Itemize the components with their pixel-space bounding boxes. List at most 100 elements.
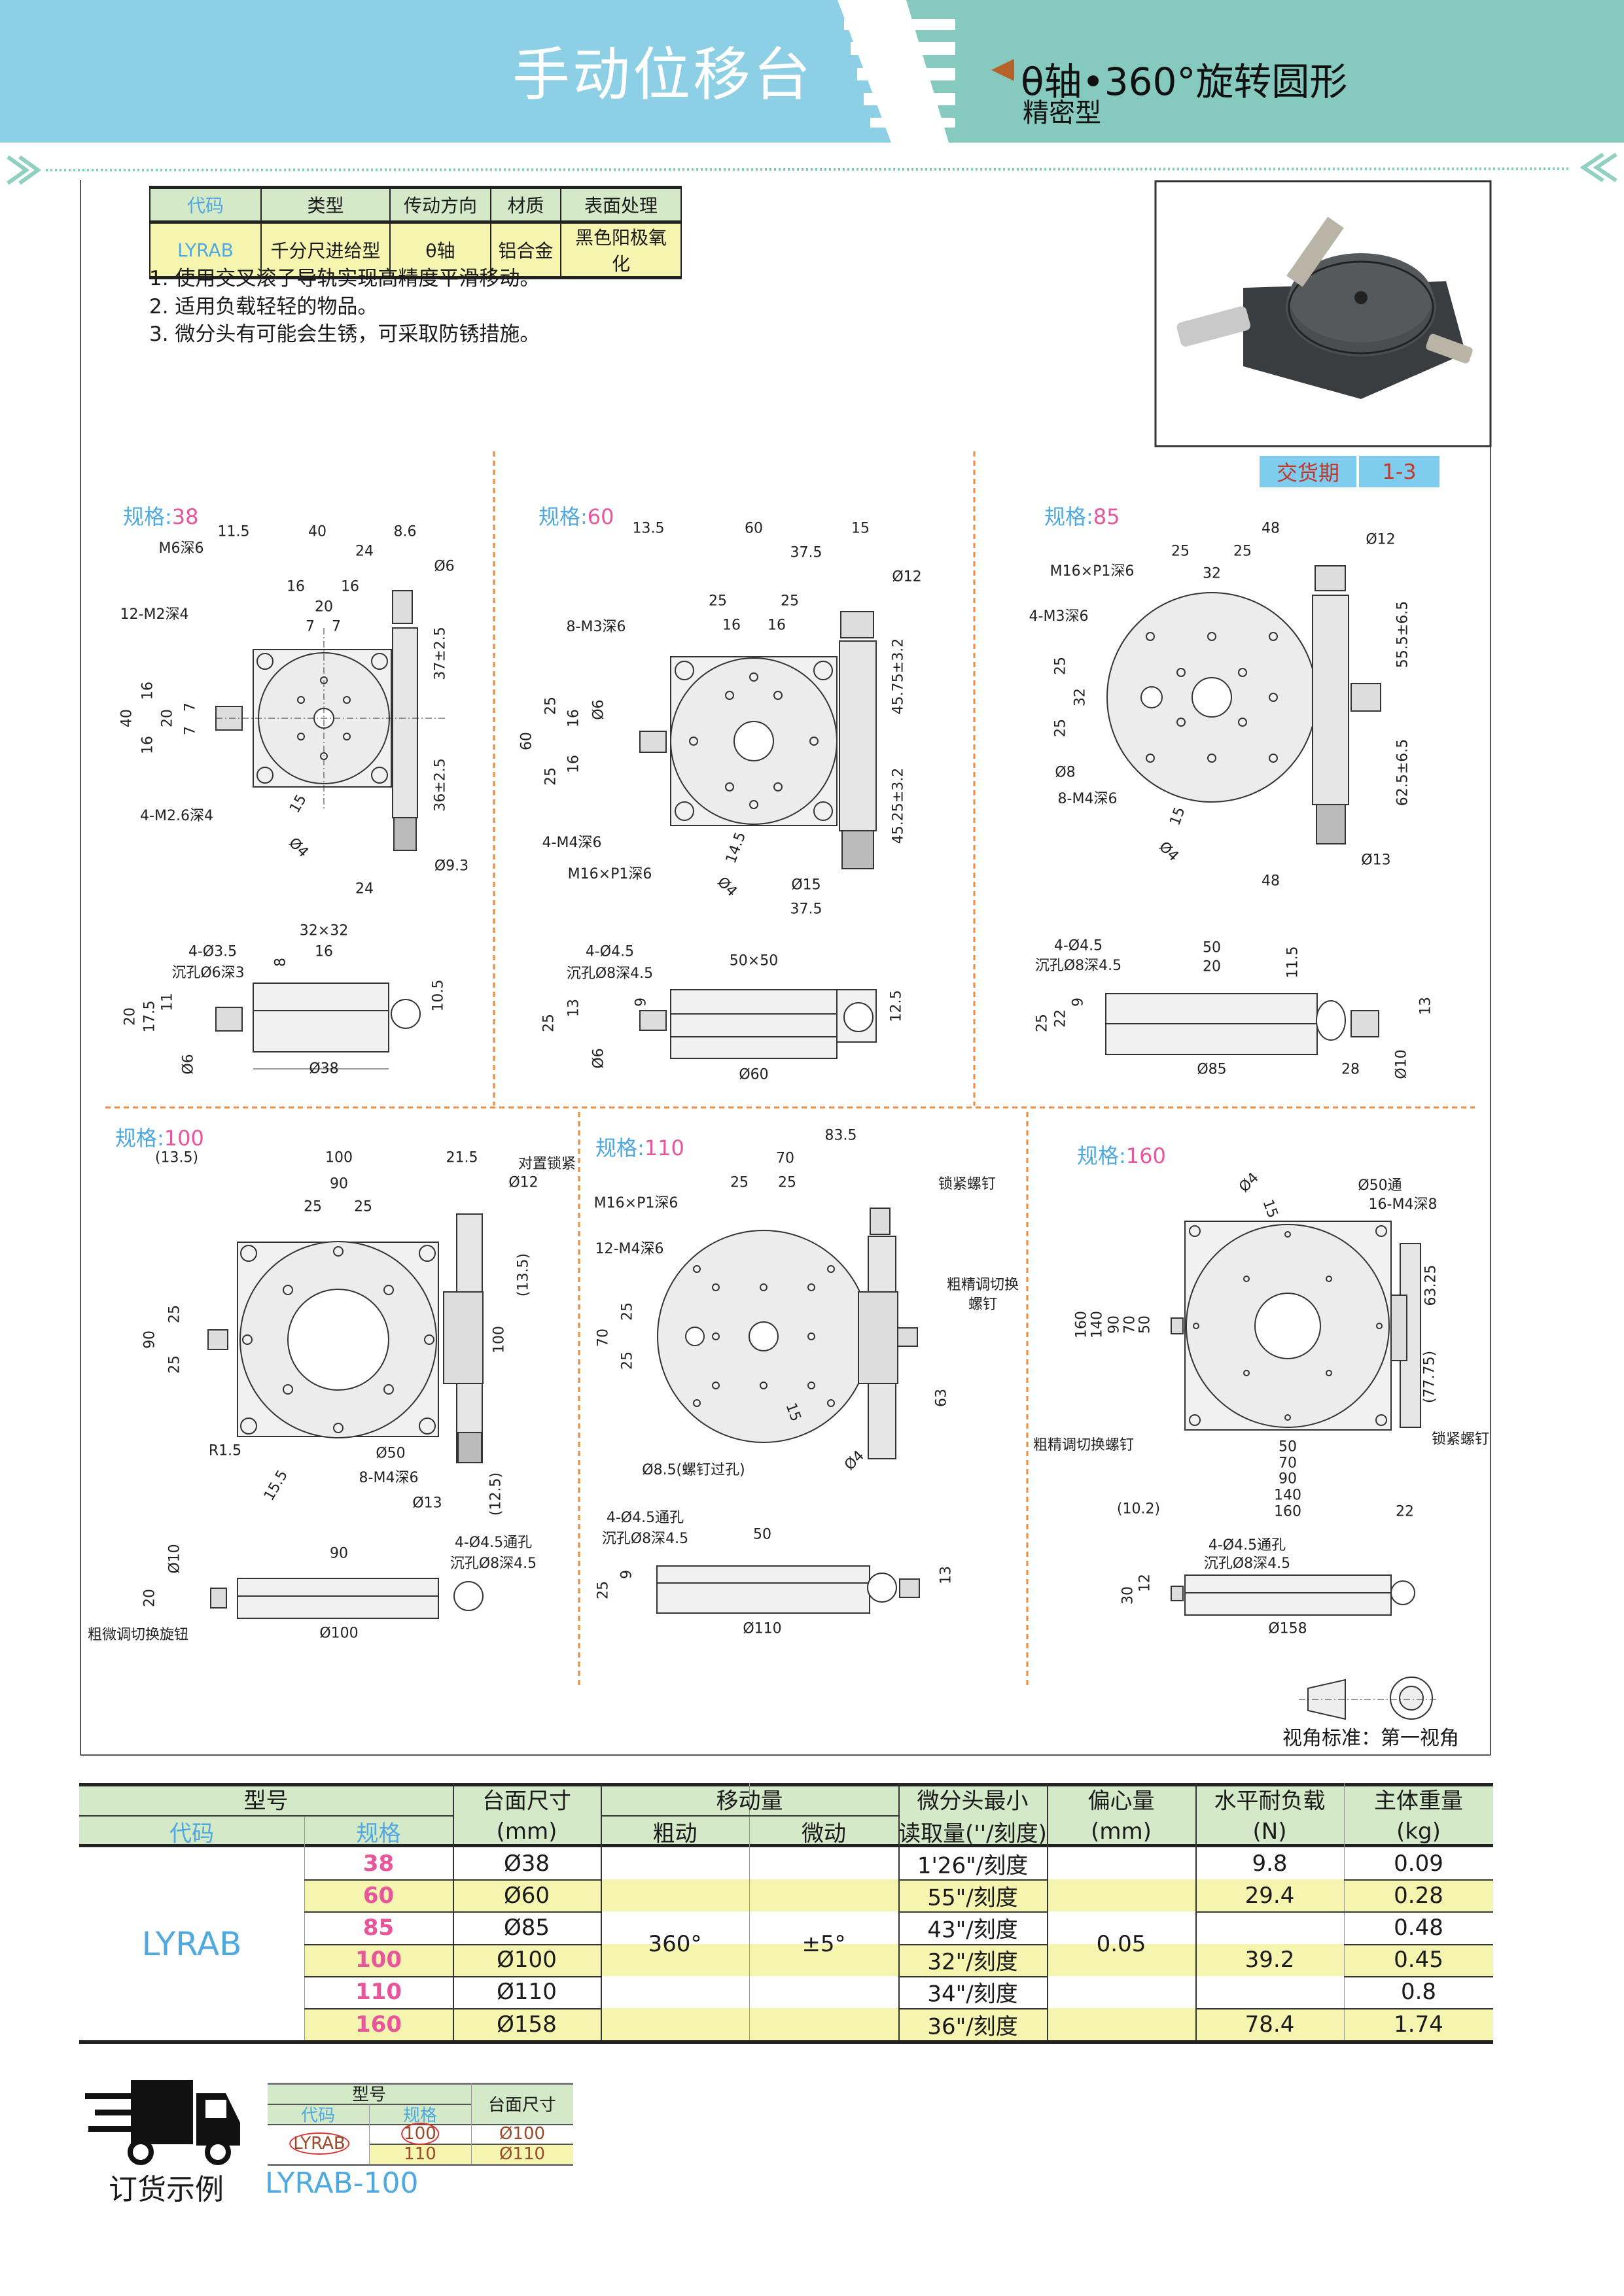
dimension-label: 24 — [355, 880, 374, 897]
order-header-size: 台面尺寸 — [487, 2095, 557, 2115]
drawing-100-top-view — [207, 1213, 484, 1463]
dimension-label: (77.75) — [1421, 1350, 1438, 1404]
header-stripes — [844, 19, 955, 128]
table-row-rule — [304, 1879, 601, 1881]
table-fine-travel: ±5° — [802, 1930, 846, 1957]
dimension-label: Ø8.5(螺钉过孔) — [642, 1462, 745, 1478]
table-load: 9.8 — [1252, 1850, 1288, 1877]
dimension-label: Ø158 — [1268, 1620, 1307, 1637]
dimension-label: 16 — [139, 682, 156, 700]
order-example-code: LYRAB-100 — [265, 2166, 419, 2200]
dimension-label: 沉孔Ø6深3 — [171, 965, 245, 981]
table-column-rule — [1047, 1783, 1048, 2041]
table-weight: 0.28 — [1394, 1882, 1443, 1909]
dimension-label: 45.25±3.2 — [890, 767, 907, 844]
dimension-label: (12.5) — [487, 1472, 504, 1516]
spec-code: LYRAB — [149, 222, 262, 279]
table-row-rule — [304, 1943, 601, 1945]
dimension-label: 4-Ø4.5通孔 — [454, 1535, 533, 1551]
panel-title-size: 100 — [164, 1126, 204, 1151]
table-micrometer: 1'26"/刻度 — [917, 1852, 1029, 1879]
dimension-label: 90 — [141, 1331, 158, 1349]
feature-2: 2. 适用负载轻轻的物品。 — [149, 295, 378, 319]
dimension-label: 8.6 — [393, 523, 417, 540]
subtitle-arrow-icon — [991, 59, 1014, 81]
dimension-label: 20 — [1203, 958, 1221, 975]
table-row-rule — [304, 2008, 601, 2009]
spec-table: 代码 类型 传动方向 材质 表面处理 LYRAB 千分尺进给型 θ轴 铝合金 黑… — [149, 186, 682, 279]
dimension-label: (13.5) — [515, 1253, 532, 1297]
dimension-label: Ø12 — [508, 1174, 538, 1191]
dimension-label: 140 — [1274, 1487, 1301, 1504]
table-eccentricity: 0.05 — [1096, 1930, 1146, 1957]
table-size: Ø110 — [497, 1979, 557, 2006]
spec-drive: θ轴 — [389, 222, 491, 279]
dimension-label: 12-M2深4 — [120, 606, 189, 623]
dimension-label: 48 — [1262, 520, 1280, 537]
dimension-label: Ø6 — [434, 558, 455, 575]
dimension-label: 50 — [1279, 1438, 1297, 1455]
table-weight: 0.45 — [1394, 1947, 1443, 1974]
dimension-label: Ø38 — [309, 1060, 339, 1077]
dimension-label: 4-Ø4.5通孔 — [606, 1510, 684, 1526]
dimension-label: Ø13 — [412, 1495, 442, 1512]
spec-header-type: 类型 — [260, 186, 391, 224]
table-spec: 38 — [362, 1850, 395, 1877]
dimension-label: 36±2.5 — [432, 758, 449, 812]
page-title: 手动位移台 — [512, 41, 814, 109]
dimension-label: 10.5 — [430, 979, 447, 1012]
dimension-label: 13 — [938, 1566, 955, 1584]
dimension-label: Ø110 — [743, 1620, 782, 1637]
dimension-label: Ø10 — [166, 1544, 183, 1574]
dimension-label: 30 — [1120, 1586, 1137, 1605]
panel-title-size: 38 — [171, 504, 199, 529]
dimension-label: 8-M4深6 — [1057, 791, 1118, 807]
table-size: Ø100 — [497, 1947, 557, 1974]
dimension-label: Ø6 — [180, 1054, 197, 1075]
dimension-label: 70 — [595, 1329, 612, 1347]
drawing-160-top-view — [1171, 1221, 1421, 1431]
dimension-label: 4-Ø4.5 — [1053, 937, 1103, 954]
header-eccentricity: 偏心量 — [1087, 1788, 1155, 1815]
chevron-left-icon — [7, 155, 42, 185]
dimension-label: 50 — [1137, 1315, 1154, 1334]
dimension-label: 37±2.5 — [432, 627, 449, 680]
dimension-label: Ø85 — [1197, 1061, 1227, 1078]
header-coarse: 粗动 — [652, 1820, 697, 1847]
dimension-label: 25 — [778, 1174, 796, 1191]
product-type: 精密型 — [1023, 98, 1101, 128]
table-size: Ø60 — [503, 1882, 550, 1909]
order-header-spec: 规格 — [402, 2106, 438, 2126]
dimension-label: 13.5 — [632, 520, 665, 537]
table-size: Ø38 — [503, 1850, 550, 1877]
dimension-label: 9 — [633, 998, 650, 1007]
order-code: LYRAB — [289, 2132, 349, 2155]
dimension-label: 32×32 — [299, 922, 349, 939]
header-travel: 移动量 — [716, 1788, 783, 1815]
header-blue-band — [0, 0, 891, 143]
product-photo — [1154, 180, 1492, 447]
dimension-label: Ø50 — [376, 1445, 406, 1462]
drawing-38-top-view — [215, 590, 445, 851]
dimension-label: 锁紧螺钉 — [938, 1176, 997, 1192]
spec-header-drive: 传动方向 — [389, 186, 491, 224]
dimension-label: Ø8 — [1055, 764, 1076, 781]
panel-title-110: 规格:110 — [595, 1132, 684, 1162]
dimension-label: 21.5 — [446, 1149, 478, 1166]
dimension-label: 4-Ø3.5 — [188, 943, 238, 960]
table-coarse-travel: 360° — [648, 1930, 702, 1957]
header-model: 型号 — [243, 1788, 289, 1815]
dimension-label: 16 — [565, 755, 582, 773]
dimension-label: 11.5 — [1284, 946, 1301, 979]
dimension-label: 37.5 — [790, 901, 822, 918]
dimension-label: 11 — [159, 993, 176, 1011]
table-row-rule — [304, 1975, 601, 1977]
dimension-label: 90 — [330, 1545, 348, 1562]
dimension-label: 螺钉 — [968, 1296, 998, 1313]
table-micrometer: 32"/刻度 — [927, 1949, 1018, 1975]
dimension-label: 55.5±6.5 — [1394, 600, 1411, 669]
dimension-label: 25 — [166, 1355, 183, 1374]
table-bottom-rule — [79, 2040, 1493, 2045]
header-load-unit: (N) — [1252, 1818, 1287, 1845]
